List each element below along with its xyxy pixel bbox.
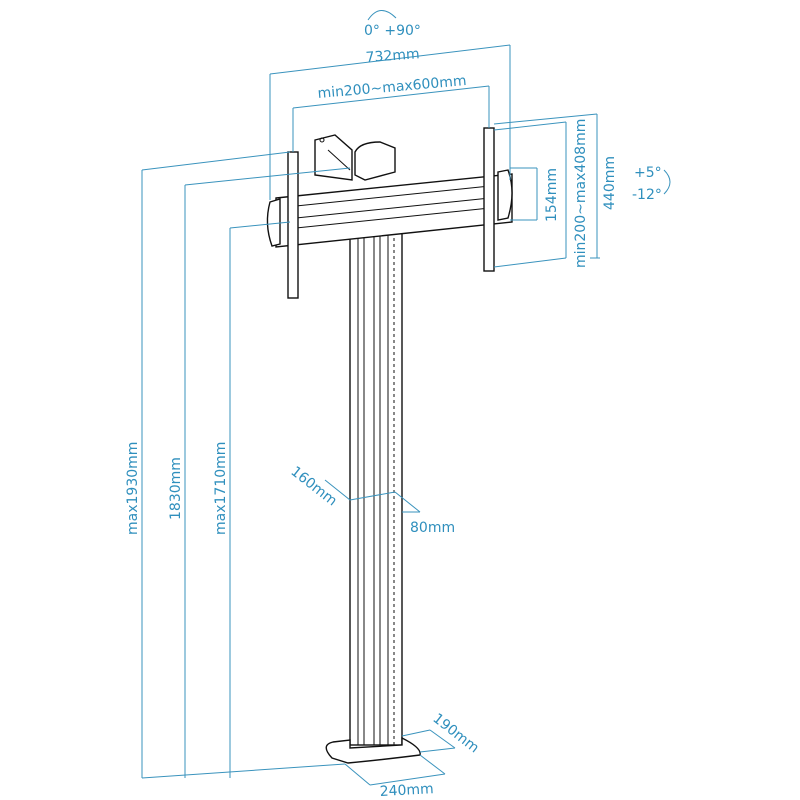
left-vesa-bracket (266, 151, 299, 299)
pole-width-label: 160mm (288, 464, 340, 510)
pole (349, 224, 403, 746)
swivel-arrow-icon (367, 10, 397, 21)
tilt-up-label: +5° (634, 165, 662, 181)
right-vesa-bracket (483, 127, 513, 272)
dimension-lines (141, 10, 671, 786)
vesa-horizontal-label: min200~max600mm (317, 73, 467, 102)
base-width-label: 240mm (379, 781, 434, 800)
max-height-total-label: max1930mm (125, 442, 141, 535)
swivel-arm (314, 134, 396, 181)
swivel-label: 0° +90° (364, 23, 421, 39)
bar-height-label: 154mm (544, 168, 560, 222)
stand-drawing (266, 127, 513, 764)
bracket-height-label: 440mm (602, 156, 618, 210)
overall-width-label: 732mm (365, 46, 420, 66)
height-mid-label: 1830mm (168, 457, 184, 520)
pole-depth-label: 80mm (410, 520, 455, 536)
max-height-bar-label: max1710mm (213, 442, 229, 535)
base-plate (325, 736, 421, 764)
vesa-vertical-label: min200~max408mm (573, 119, 589, 268)
tilt-arrow-icon (663, 169, 671, 195)
tilt-down-label: -12° (632, 187, 662, 203)
